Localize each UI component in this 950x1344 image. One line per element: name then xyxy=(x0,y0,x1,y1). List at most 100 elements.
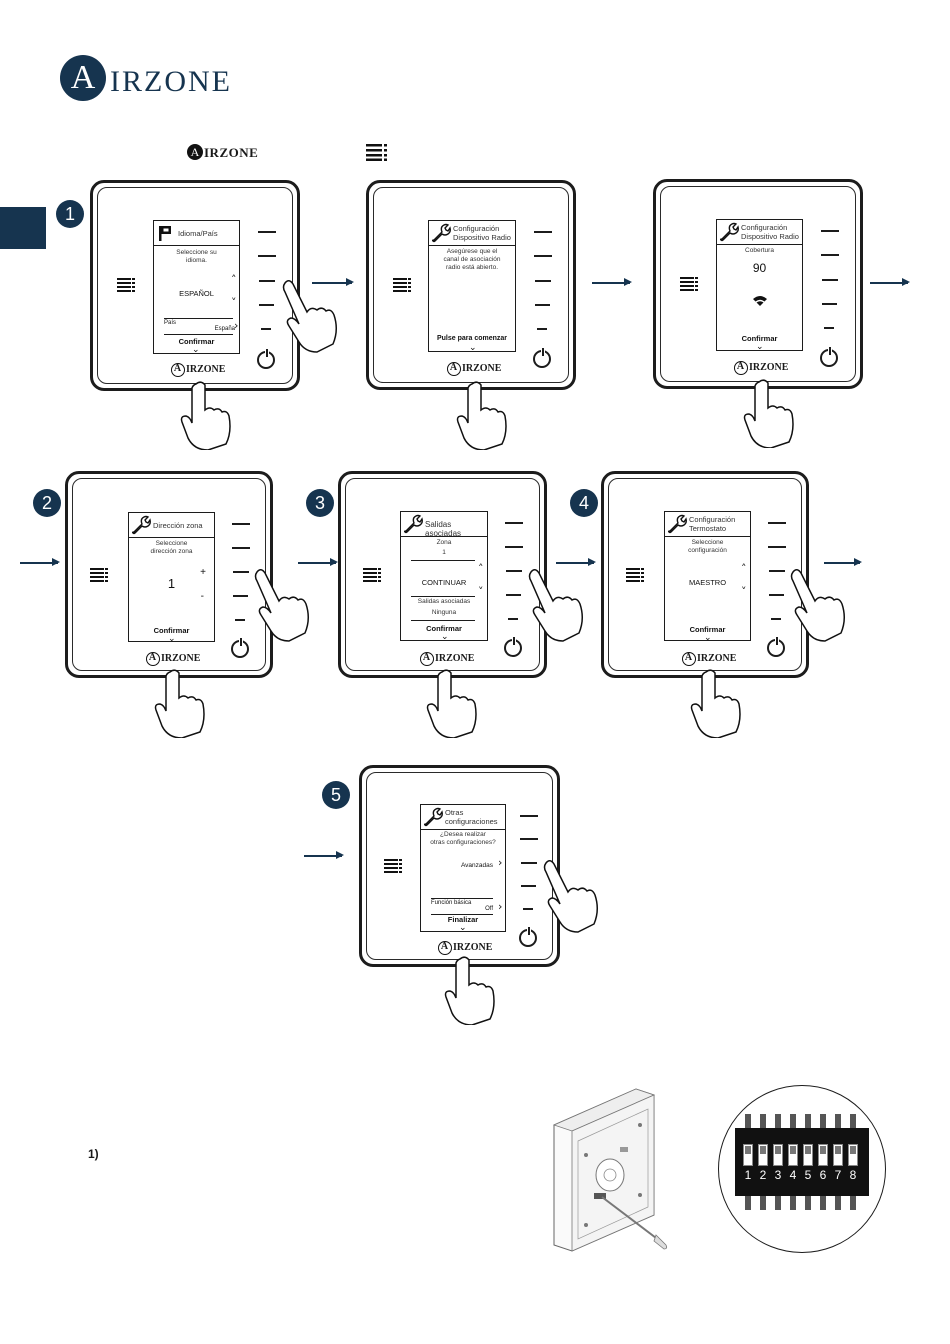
brand-logo-mark: A xyxy=(60,55,106,101)
speaker-grille-icon xyxy=(626,568,644,582)
dip-pin-top xyxy=(760,1114,766,1128)
chevron-up-icon: ˄ xyxy=(741,562,747,575)
side-button-3[interactable] xyxy=(259,280,275,282)
side-button-2[interactable] xyxy=(258,255,276,257)
confirm-label[interactable]: Confirmar xyxy=(741,334,778,343)
dip-pin-top xyxy=(850,1114,856,1128)
side-button-3[interactable] xyxy=(233,571,249,573)
side-button-4[interactable] xyxy=(822,303,837,305)
wrench-icon xyxy=(431,223,451,243)
side-button-2[interactable] xyxy=(534,255,552,257)
brand-wordmark: IRZONE xyxy=(110,65,232,98)
divider xyxy=(431,914,493,915)
dip-switch-6[interactable] xyxy=(818,1144,828,1166)
flow-arrow xyxy=(20,559,60,565)
side-button-1[interactable] xyxy=(520,815,538,817)
sub-label: País xyxy=(164,320,177,326)
side-button-4[interactable] xyxy=(535,304,550,306)
side-button-1[interactable] xyxy=(258,231,276,233)
screen-zone-address: Dirección zona Seleccione dirección zona… xyxy=(128,512,215,642)
screen-title: Configuración Dispositivo Radio xyxy=(741,223,799,241)
prompt-line-2: configuración xyxy=(688,547,727,554)
screen-radio-start: Configuración Dispositivo Radio Asegúres… xyxy=(428,220,516,352)
footnote-marker: 1) xyxy=(88,1147,99,1161)
side-button-3[interactable] xyxy=(521,862,537,864)
dip-switch-8[interactable] xyxy=(848,1144,858,1166)
side-button-5[interactable] xyxy=(537,328,547,330)
side-button-2[interactable] xyxy=(768,546,786,548)
confirm-label[interactable]: Confirmar xyxy=(178,337,215,346)
power-button-icon[interactable] xyxy=(820,347,838,367)
wrench-icon xyxy=(131,515,151,535)
side-button-1[interactable] xyxy=(505,522,523,524)
continue-option[interactable]: CONTINUAR xyxy=(421,578,467,587)
zone-address-value[interactable]: 1 xyxy=(167,576,176,591)
finger-tap-icon xyxy=(180,381,231,450)
finger-tap-icon xyxy=(743,379,794,448)
side-button-5[interactable] xyxy=(261,328,271,330)
thermostat-1c: Configuración Dispositivo Radio Cobertur… xyxy=(653,179,863,389)
power-button-icon[interactable] xyxy=(767,637,785,657)
chevron-down-icon: ⌄ xyxy=(168,633,176,642)
side-button-1[interactable] xyxy=(768,522,786,524)
side-button-5[interactable] xyxy=(824,327,834,329)
side-button-2[interactable] xyxy=(520,838,538,840)
side-button-1[interactable] xyxy=(534,231,552,233)
side-button-1[interactable] xyxy=(821,230,839,232)
screen-title: Configuración Termostato xyxy=(689,515,736,533)
dip-switch-4[interactable] xyxy=(788,1144,798,1166)
side-button-4[interactable] xyxy=(233,595,248,597)
side-button-4[interactable] xyxy=(506,594,521,596)
decrement-label[interactable]: - xyxy=(200,591,204,602)
side-button-4[interactable] xyxy=(259,304,274,306)
dip-switch-7[interactable] xyxy=(833,1144,843,1166)
device-logo-letter: A xyxy=(449,362,458,373)
power-button-icon[interactable] xyxy=(519,927,537,947)
confirm-label[interactable]: Confirmar xyxy=(426,624,462,633)
side-button-1[interactable] xyxy=(232,523,250,525)
device-logo-letter: A xyxy=(173,363,182,374)
side-button-4[interactable] xyxy=(521,885,536,887)
chevron-down-icon: ⌄ xyxy=(192,344,200,354)
side-button-4[interactable] xyxy=(769,594,784,596)
chevron-down-icon: ⌄ xyxy=(756,341,764,351)
config-value[interactable]: MAESTRO xyxy=(688,578,727,587)
dip-switch-5[interactable] xyxy=(803,1144,813,1166)
side-button-5[interactable] xyxy=(771,618,781,620)
power-button-icon[interactable] xyxy=(504,637,522,657)
start-label[interactable]: Pulse para comenzar xyxy=(436,335,508,342)
power-button-icon[interactable] xyxy=(533,348,551,368)
power-button-icon[interactable] xyxy=(231,638,249,658)
screen-header: Idioma/País xyxy=(154,221,239,246)
advanced-option[interactable]: Avanzadas xyxy=(460,862,493,869)
power-button-icon[interactable] xyxy=(257,349,275,369)
dip-switch-1[interactable] xyxy=(743,1144,753,1166)
side-button-5[interactable] xyxy=(508,618,518,620)
side-button-2[interactable] xyxy=(821,254,839,256)
device-logo: A IRZONE xyxy=(734,361,814,377)
side-button-5[interactable] xyxy=(235,619,245,621)
dip-switch-3[interactable] xyxy=(773,1144,783,1166)
chevron-right-icon: › xyxy=(498,856,503,869)
sub-value[interactable]: España xyxy=(214,326,235,332)
side-button-3[interactable] xyxy=(535,280,551,282)
coverage-value: 90 xyxy=(752,261,767,275)
device-logo-mark: A xyxy=(171,363,185,377)
sub-value[interactable]: Off xyxy=(485,906,493,912)
side-button-5[interactable] xyxy=(523,908,533,910)
finish-label[interactable]: Finalizar xyxy=(447,915,479,924)
language-value[interactable]: ESPAÑOL xyxy=(179,289,214,298)
side-button-2[interactable] xyxy=(232,547,250,549)
side-button-3[interactable] xyxy=(822,279,838,281)
side-button-3[interactable] xyxy=(506,570,522,572)
dip-switch-label: 8 xyxy=(849,1168,857,1182)
side-button-3[interactable] xyxy=(769,570,785,572)
confirm-label[interactable]: Confirmar xyxy=(689,625,726,634)
dip-switch-2[interactable] xyxy=(758,1144,768,1166)
side-button-2[interactable] xyxy=(505,546,523,548)
device-logo-mark: A xyxy=(447,362,461,376)
dip-switch-label: 2 xyxy=(759,1168,767,1182)
increment-label[interactable]: + xyxy=(200,567,206,578)
confirm-label[interactable]: Confirmar xyxy=(153,626,190,635)
dip-pin-bottom xyxy=(850,1196,856,1210)
